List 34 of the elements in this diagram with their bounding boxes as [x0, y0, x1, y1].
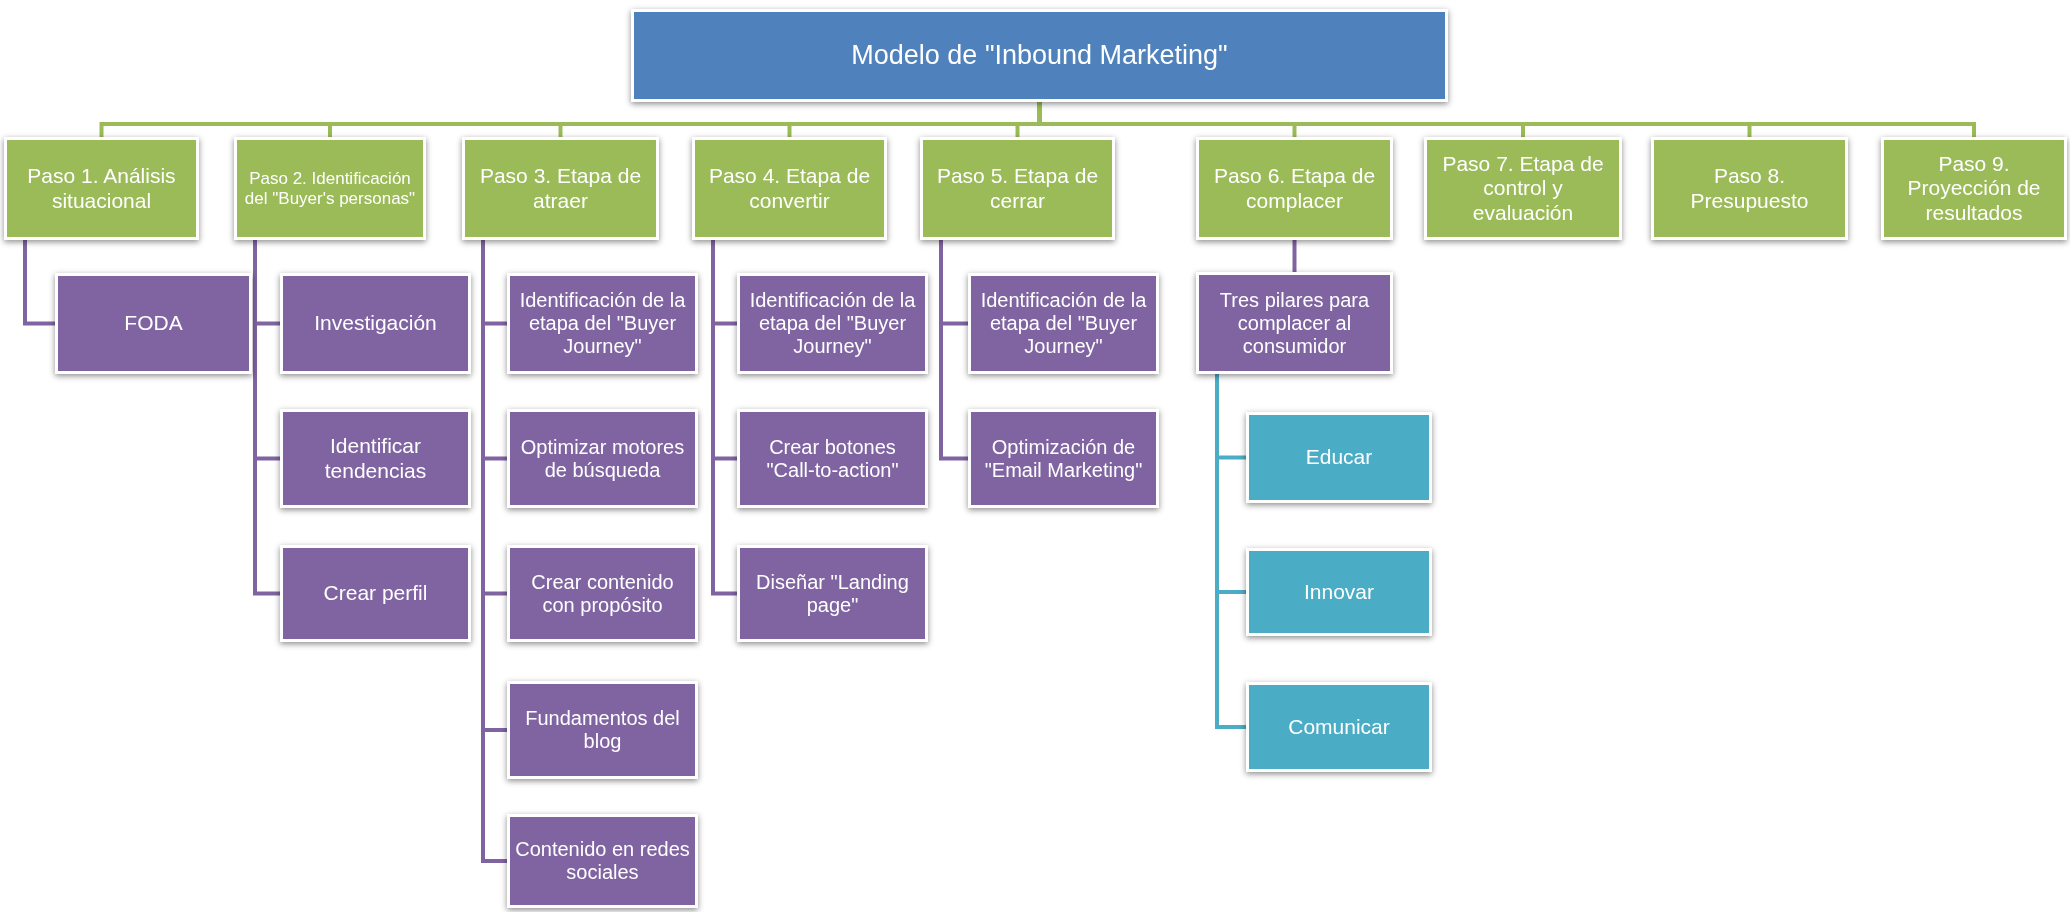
- step-box: Optimización de "Email Marketing": [968, 409, 1159, 508]
- step-box: Paso 7. Etapa de control y evaluación: [1424, 137, 1622, 240]
- connector-line: [1215, 374, 1246, 729]
- step-box: Paso 5. Etapa de cerrar: [920, 137, 1115, 240]
- step-box: Crear perfil: [280, 545, 471, 642]
- step-box: Investigación: [280, 273, 471, 374]
- step-box: Comunicar: [1246, 682, 1432, 772]
- step-box: Identificación de la etapa del "Buyer Journey": [507, 273, 698, 374]
- connector-line: [1292, 240, 1297, 272]
- step-box: Contenido en redes sociales: [507, 814, 698, 908]
- step-box: Crear botones "Call-to-action": [737, 409, 928, 508]
- connector-line: [23, 240, 55, 326]
- connector-line: [253, 240, 280, 596]
- step-box: Paso 9. Proyección de resultados: [1881, 137, 2067, 240]
- step-box: Identificación de la etapa del "Buyer Journey": [737, 273, 928, 374]
- step-box: Fundamentos del blog: [507, 681, 698, 779]
- connector-line: [939, 240, 968, 461]
- step-box: Identificación de la etapa del "Buyer Journey": [968, 273, 1159, 374]
- step-box: Educar: [1246, 412, 1432, 503]
- step-box: Paso 4. Etapa de convertir: [692, 137, 887, 240]
- step-box: Diseñar "Landing page": [737, 545, 928, 642]
- step-box: Paso 2. Identificación del "Buyer's personas": [234, 137, 426, 240]
- step-box: Paso 8. Presupuesto: [1651, 137, 1848, 240]
- step-box: Paso 6. Etapa de complacer: [1196, 137, 1393, 240]
- title-box: Modelo de "Inbound Marketing": [631, 9, 1448, 102]
- step-box: Crear contenido con propósito: [507, 545, 698, 642]
- step-box: Paso 3. Etapa de atraer: [462, 137, 659, 240]
- step-box: Optimizar motores de búsqueda: [507, 409, 698, 508]
- step-box: Innovar: [1246, 548, 1432, 636]
- step-box: FODA: [55, 273, 252, 374]
- connector-line: [711, 240, 737, 596]
- step-box: Identificar tendencias: [280, 409, 471, 508]
- step-box: Tres pilares para complacer al consumidor: [1196, 272, 1393, 374]
- step-box: Paso 1. Análisis situacional: [4, 137, 199, 240]
